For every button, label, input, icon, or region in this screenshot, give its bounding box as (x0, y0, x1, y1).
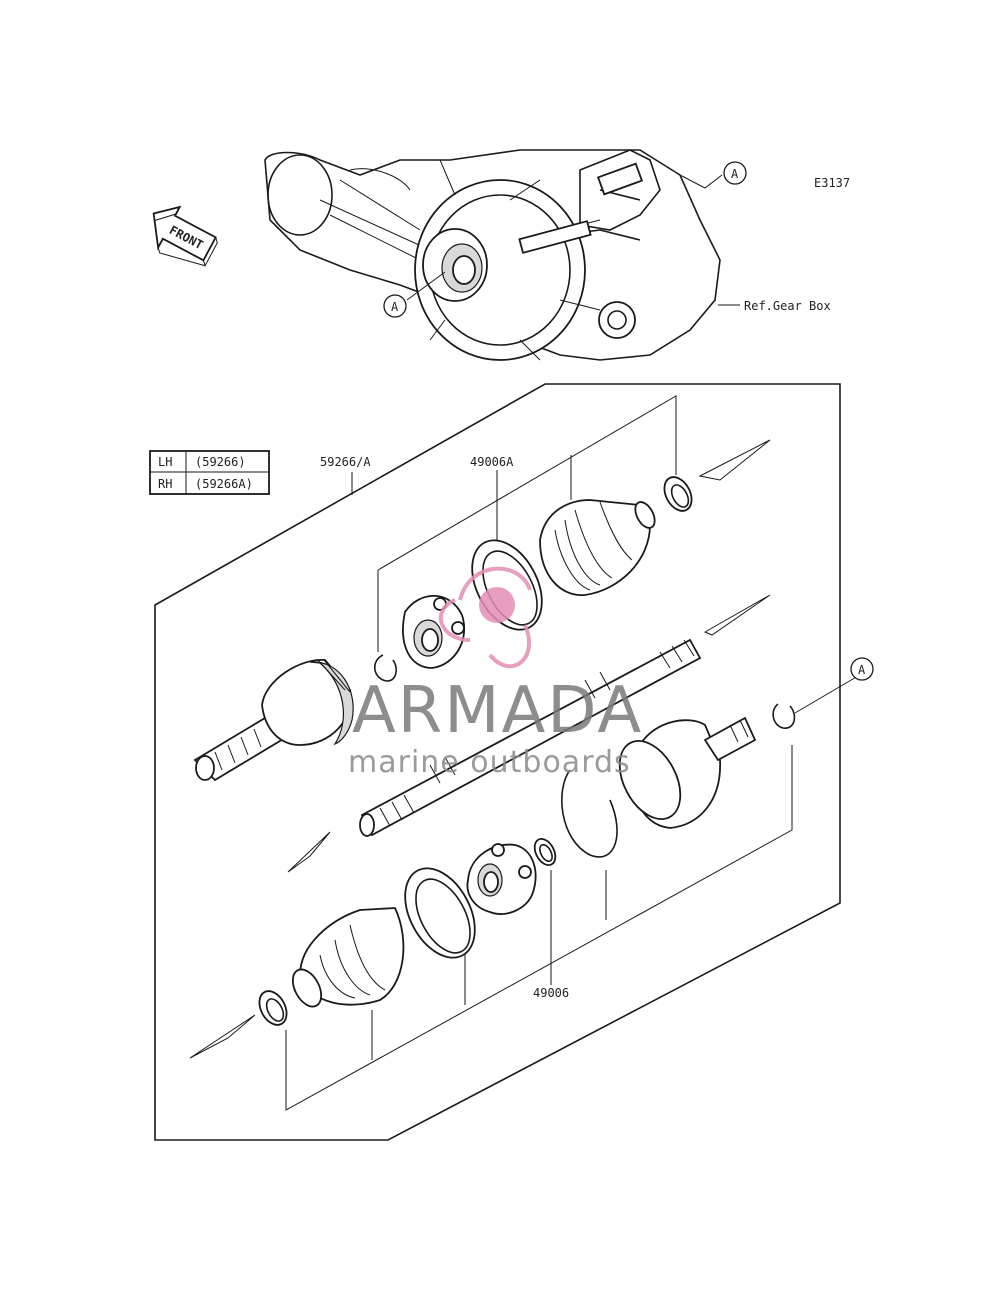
circlip-large-lower (561, 769, 618, 858)
callout-a-mid: A (383, 294, 407, 318)
inner-race-upper (402, 594, 465, 669)
outer-cv-joint (193, 659, 354, 782)
part-label-49006a: 49006A (470, 455, 514, 469)
armada-watermark: ARMADA marine outboards (348, 566, 643, 780)
side-table: LH (59266) RH (59266A) (149, 450, 270, 495)
side-table-lh-part: (59266) (195, 455, 246, 469)
ref-gear-box-label: Ref.Gear Box (744, 299, 831, 313)
svg-text:A: A (731, 167, 739, 181)
side-table-lh: LH (158, 455, 172, 469)
band-lower-small (258, 990, 288, 1026)
svg-text:A: A (858, 663, 866, 677)
inner-race-lower (466, 843, 537, 915)
side-table-rh: RH (158, 477, 172, 491)
watermark-brand: ARMADA (352, 674, 643, 748)
watermark-tagline: marine outboards (348, 745, 631, 780)
drive-shaft (359, 638, 702, 837)
circlip-right (772, 703, 796, 729)
svg-text:A: A (391, 300, 399, 314)
propeller-logo-icon (438, 566, 532, 669)
assembly-frame (154, 383, 841, 1141)
snap-ring-lower (533, 838, 557, 866)
callout-a-right: A (850, 657, 874, 681)
front-arrow-icon: FRONT (152, 205, 218, 268)
side-table-rh-part: (59266A) (195, 477, 253, 491)
inner-cv-joint (618, 716, 757, 829)
diagram-code: E3137 (814, 176, 850, 190)
circlip-small-upper (373, 654, 397, 682)
part-label-49006: 49006 (533, 986, 569, 1000)
callout-a-top: A (723, 161, 747, 185)
gear-box (264, 149, 721, 361)
boot-lower (291, 907, 405, 1008)
boot-band-lower (404, 867, 476, 959)
boot-upper (539, 499, 656, 596)
part-label-59266a: 59266/A (320, 455, 371, 469)
band-upper-small (663, 476, 693, 512)
